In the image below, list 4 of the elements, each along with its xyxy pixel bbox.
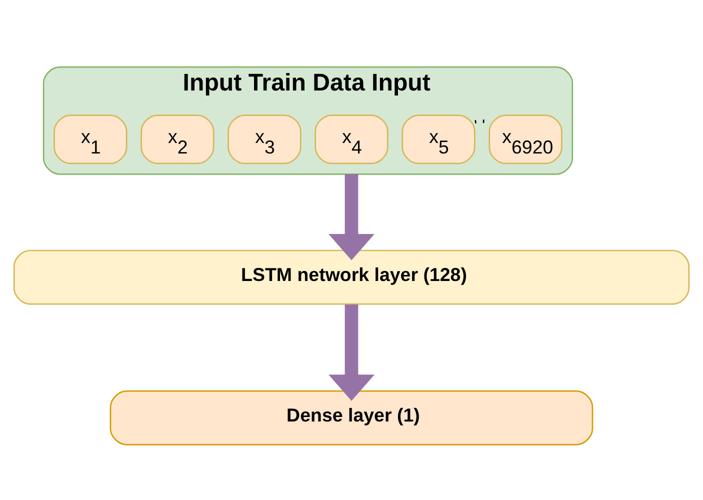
arrow bbox=[328, 174, 374, 260]
node-box: LSTM network layer (128) bbox=[13, 249, 690, 304]
node-box: Dense layer (1) bbox=[110, 390, 594, 445]
arrow bbox=[328, 304, 374, 400]
